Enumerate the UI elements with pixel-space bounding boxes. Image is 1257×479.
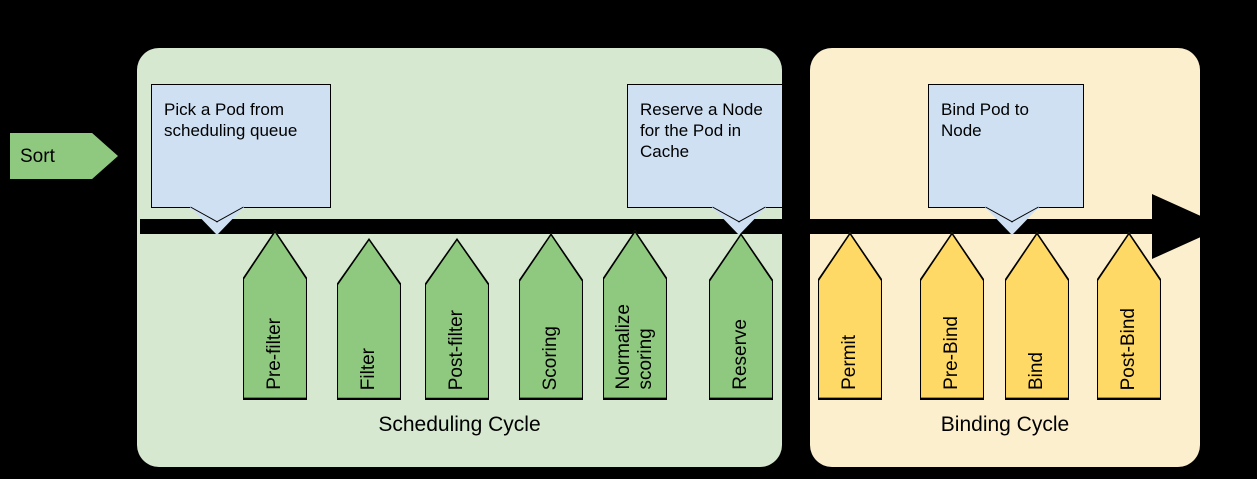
callout-tail-icon bbox=[190, 206, 244, 235]
plugin-label: Bind bbox=[1026, 351, 1047, 390]
plugin-label: Pre-filter bbox=[264, 318, 285, 390]
plugin-bind: Bind bbox=[1005, 232, 1069, 400]
callout-reserve-node: Reserve a Node for the Pod in Cache bbox=[627, 84, 783, 235]
plugin-label: Post-Bind bbox=[1118, 307, 1139, 390]
plugin-post-filter: Post-filter bbox=[425, 238, 489, 400]
binding-cycle-title: Binding Cycle bbox=[940, 413, 1070, 436]
plugin-label: Permit bbox=[839, 335, 860, 390]
plugin-label: Filter bbox=[358, 347, 379, 390]
callout-bind-pod: Bind Pod to Node bbox=[928, 84, 1084, 235]
plugin-label: Post-filter bbox=[446, 309, 467, 390]
callout-text: Pick a Pod from scheduling queue bbox=[164, 100, 298, 140]
callout-tail-icon bbox=[712, 206, 766, 235]
callout-text: Bind Pod to Node bbox=[941, 100, 1029, 140]
callout-tail-icon bbox=[985, 206, 1039, 235]
plugin-normalize-scoring: Normalize scoring bbox=[603, 230, 667, 400]
plugin-label: Normalize scoring bbox=[613, 304, 656, 390]
plugin-scoring: Scoring bbox=[519, 233, 583, 400]
plugin-pre-bind: Pre-Bind bbox=[920, 232, 984, 400]
plugin-label: Scoring bbox=[540, 325, 561, 390]
plugin-permit: Permit bbox=[818, 232, 882, 400]
plugin-label: Reserve bbox=[730, 319, 751, 390]
callout-text: Reserve a Node for the Pod in Cache bbox=[640, 100, 763, 161]
sort-stage-label: Sort bbox=[20, 145, 55, 167]
callout-pick-pod: Pick a Pod from scheduling queue bbox=[151, 84, 331, 235]
plugin-reserve: Reserve bbox=[709, 233, 773, 400]
plugin-pre-filter: Pre-filter bbox=[243, 230, 307, 400]
timeline-bar bbox=[140, 219, 1180, 234]
scheduling-cycle-title: Scheduling Cycle bbox=[378, 413, 541, 436]
plugin-label: Pre-Bind bbox=[941, 316, 962, 390]
sort-stage-arrow: Sort bbox=[10, 133, 118, 179]
plugin-filter: Filter bbox=[337, 238, 401, 400]
plugin-post-bind: Post-Bind bbox=[1097, 232, 1161, 400]
